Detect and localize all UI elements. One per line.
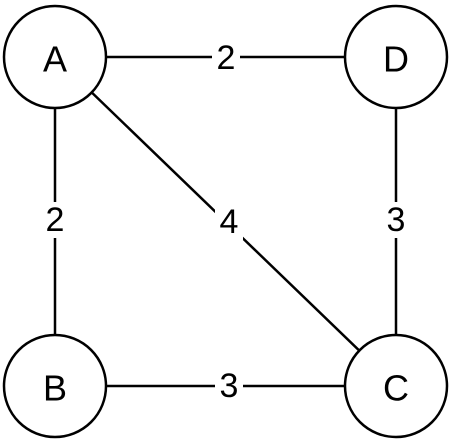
node-b: B xyxy=(2,333,108,439)
edge-a-c-weight-label: 4 xyxy=(220,203,239,241)
node-c-label: C xyxy=(383,368,409,409)
node-a: A xyxy=(2,4,108,110)
node-a-label: A xyxy=(43,39,67,80)
edge-a-c-weight: 4 xyxy=(215,203,243,241)
edge-b-c-weight: 3 xyxy=(215,367,243,405)
node-d: D xyxy=(343,4,449,110)
edge-a-d-weight-label: 2 xyxy=(217,39,236,77)
node-b-label: B xyxy=(43,368,67,409)
edge-d-c-weight-label: 3 xyxy=(387,201,406,239)
edge-d-c-weight: 3 xyxy=(382,201,410,239)
edge-a-b-weight-label: 2 xyxy=(46,201,65,239)
node-d-label: D xyxy=(383,39,409,80)
edge-b-c-weight-label: 3 xyxy=(220,367,239,405)
edge-a-d-weight: 2 xyxy=(212,39,240,77)
edge-a-b-weight: 2 xyxy=(41,201,69,239)
edge-weights: 2 2 4 3 3 xyxy=(41,39,410,405)
node-c: C xyxy=(343,333,449,439)
graph-nodes: A D B C xyxy=(2,4,449,439)
